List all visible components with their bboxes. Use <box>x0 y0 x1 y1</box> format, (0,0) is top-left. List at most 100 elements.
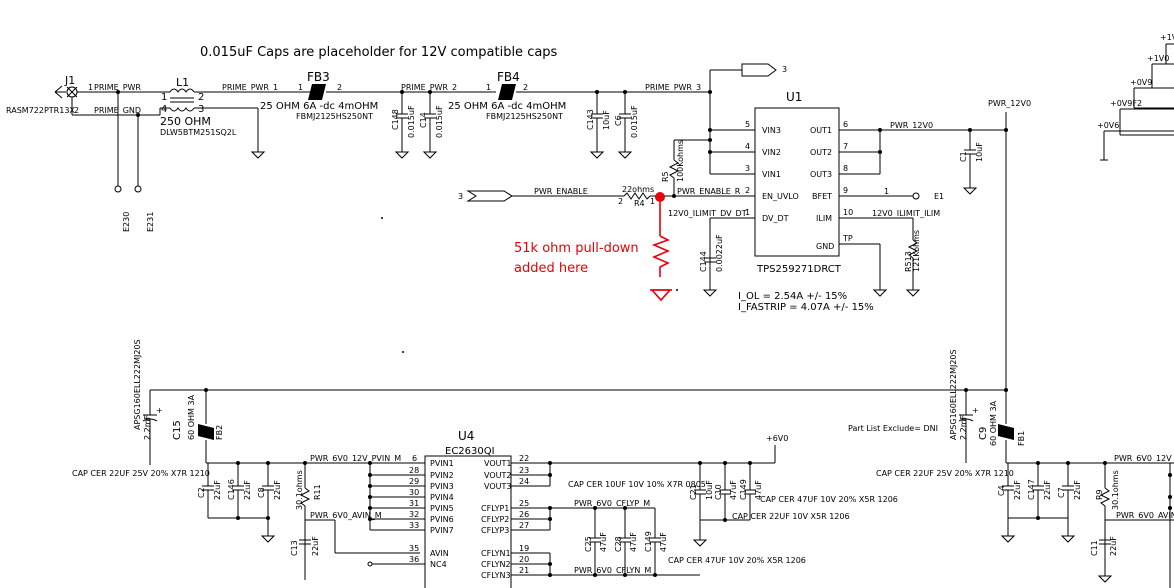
l1-pin4: 4 <box>161 104 167 115</box>
j1-pin2: 2 <box>74 106 79 115</box>
c147-ref: C147 <box>1027 479 1036 500</box>
fb3-part: FBMJ2125HS250NT <box>296 112 373 121</box>
c21-ref: C21 <box>689 484 698 500</box>
r4-value: 22ohms <box>622 185 654 194</box>
ic-u1: U1 TPS259271DRCT VIN3 VIN2 VIN1 EN_UVLO … <box>660 90 1006 297</box>
svg-text:21: 21 <box>519 566 529 575</box>
cap-c25: C25 47uF <box>584 506 608 577</box>
c143-ref: C143 <box>586 109 595 130</box>
c148-value: 0.015uF <box>407 105 416 138</box>
c15-value: 2.2mF <box>143 414 152 440</box>
u1-pin-vin1: VIN1 <box>762 170 781 179</box>
net-12v0-ilimit-ilim: 12V0_ILIMIT_ILIM <box>872 209 940 218</box>
svg-text:25: 25 <box>519 499 529 508</box>
e1-pin: 1 <box>884 187 889 196</box>
fb4-pin2: 2 <box>523 83 528 92</box>
svg-text:33: 33 <box>409 521 419 530</box>
svg-text:CFLYN2: CFLYN2 <box>481 560 511 569</box>
rail-0v9: +0V9 <box>1130 78 1152 87</box>
tp-e231-label: E231 <box>146 212 155 232</box>
svg-text:PVIN2: PVIN2 <box>430 471 454 480</box>
svg-text:24: 24 <box>519 477 529 486</box>
svg-text:PVIN7: PVIN7 <box>430 526 454 535</box>
c14-value: 0.015uF <box>435 105 444 138</box>
u1-pin-en-uvlo: EN_UVLO <box>762 192 799 201</box>
cap-c10: C10 47uF <box>714 461 738 520</box>
fb1-value: 60 OHM 3A <box>989 400 998 446</box>
svg-text:VOUT1: VOUT1 <box>484 459 511 468</box>
annotation-line-2: added here <box>514 261 588 276</box>
fb4-value: 25 OHM 6A -dc 4mOHM <box>448 101 566 112</box>
connector-j1: J1 RASM722PTR13X 1 2 PRIME_PWR PRIME_GND <box>6 74 141 115</box>
c149-out-value: 47uF <box>754 480 763 500</box>
offpage-label-1: 3 <box>782 65 787 74</box>
fb2-ref: FB2 <box>215 425 224 440</box>
offpage-connector-pwr-enable <box>466 190 513 202</box>
net-prime-pwr: PRIME_PWR <box>94 83 141 92</box>
r513-ref: R513 <box>904 251 913 272</box>
net-cflyn-m: PWR_6V0_CFLYN_M <box>574 566 651 575</box>
net-prime-pwr-3: PRIME_PWR_3 <box>645 83 701 92</box>
l1-part: DLW5BTM251SQ2L <box>160 128 237 137</box>
j1-part: RASM722PTR13X <box>6 106 75 115</box>
ferrite-bead-fb3: FB3 1 2 25 OHM 6A -dc 4mOHM FBMJ2125HS25… <box>260 70 378 121</box>
c15-part: APSG160ELL222MJ20S <box>133 339 142 430</box>
r513-value: 121Kohms <box>912 230 921 272</box>
u1-pin-tp: TP <box>842 234 853 243</box>
c9-ref: C9 <box>978 427 989 440</box>
net-right-avin: PWR_6V0_AVIN <box>1116 511 1174 520</box>
cap-c8: C8 22uF <box>257 461 282 543</box>
svg-text:27: 27 <box>519 521 529 530</box>
u1-pin-vin3: VIN3 <box>762 126 781 135</box>
svg-text:CFLYP1: CFLYP1 <box>481 504 509 513</box>
u1-pin-9: 9 <box>843 186 848 195</box>
cap-c144: C144 0.0022uF <box>699 234 724 297</box>
u1-pin-out3: OUT3 <box>810 170 832 179</box>
c143-value: 10uF <box>602 110 611 130</box>
ferrite-bead-fb4: FB4 1 2 25 OHM 6A -dc 4mOHM FBMJ2125HS25… <box>448 70 566 121</box>
l1-value: 250 OHM <box>160 115 211 128</box>
svg-text:PVIN1: PVIN1 <box>430 459 454 468</box>
c144-value: 0.0022uF <box>715 234 724 272</box>
c1-value: 10uF <box>975 142 984 162</box>
ground-symbol <box>250 151 266 159</box>
c1-ref: C1 <box>959 151 968 162</box>
c4-value: 22uF <box>1013 480 1022 500</box>
svg-text:CFLYP2: CFLYP2 <box>481 515 509 524</box>
spec-cap-47uf-b: CAP CER 47UF 10V 20% X5R 1206 <box>668 556 806 565</box>
net-prime-pwr-2: PRIME_PWR_2 <box>401 83 457 92</box>
net-pwr-enable-r: PWR_ENABLE_R <box>677 187 741 196</box>
fb3-value: 25 OHM 6A -dc 4mOHM <box>260 101 378 112</box>
cap-c148: C148 0.015uF <box>391 90 416 159</box>
svg-text:32: 32 <box>409 510 419 519</box>
c10-ref: C10 <box>714 484 723 500</box>
spec-cap-10uf: CAP CER 10UF 10V 10% X7R 0805 <box>568 480 706 489</box>
u1-pin-7: 7 <box>843 142 848 151</box>
choke-l1: L1 1 2 3 4 250 OHM DLW5BTM251SQ2L <box>160 76 237 137</box>
c15-spec: CAP CER 22UF 25V 20% X7R 1210 <box>72 469 210 478</box>
svg-text:CFLYP3: CFLYP3 <box>481 526 509 535</box>
fb1-ref: FB1 <box>1017 431 1026 446</box>
rail-1v0: +1V0 <box>1147 54 1169 63</box>
u1-pin-bfet: BFET <box>812 192 832 201</box>
resistor-r513: R513 121Kohms <box>904 218 921 297</box>
ferrite-bead-fb2: 60 OHM 3A FB2 <box>187 388 224 463</box>
cap-c2: C2 22uF <box>197 463 222 518</box>
tp-e230-label: E230 <box>122 212 131 232</box>
net-pwr-enable: PWR_ENABLE <box>534 187 588 196</box>
svg-text:PVIN5: PVIN5 <box>430 504 454 513</box>
cap-c146: C146 22uF <box>227 461 252 518</box>
net-prime-pwr-1: PRIME_PWR_1 <box>222 83 278 92</box>
svg-text:26: 26 <box>519 510 529 519</box>
c6-ref: C6 <box>614 115 623 126</box>
svg-text:PVIN3: PVIN3 <box>430 482 454 491</box>
c9-spec: CAP CER 22UF 25V 20% X7R 1210 <box>876 469 1014 478</box>
l1-pin3: 3 <box>198 104 204 115</box>
net-pvin-m: PWR_6V0_12V_PVIN_M <box>310 454 401 463</box>
u1-pin-2: 2 <box>745 186 750 195</box>
c7-ref: C7 <box>1057 487 1066 498</box>
net-cflyp-m: PWR_6V0_CFLYP_M <box>574 499 650 508</box>
top-right-rails: +1V +1V0 +0V9 +0V9F2 +0V6 <box>1097 33 1174 161</box>
offpage-label-2: 3 <box>458 192 463 201</box>
